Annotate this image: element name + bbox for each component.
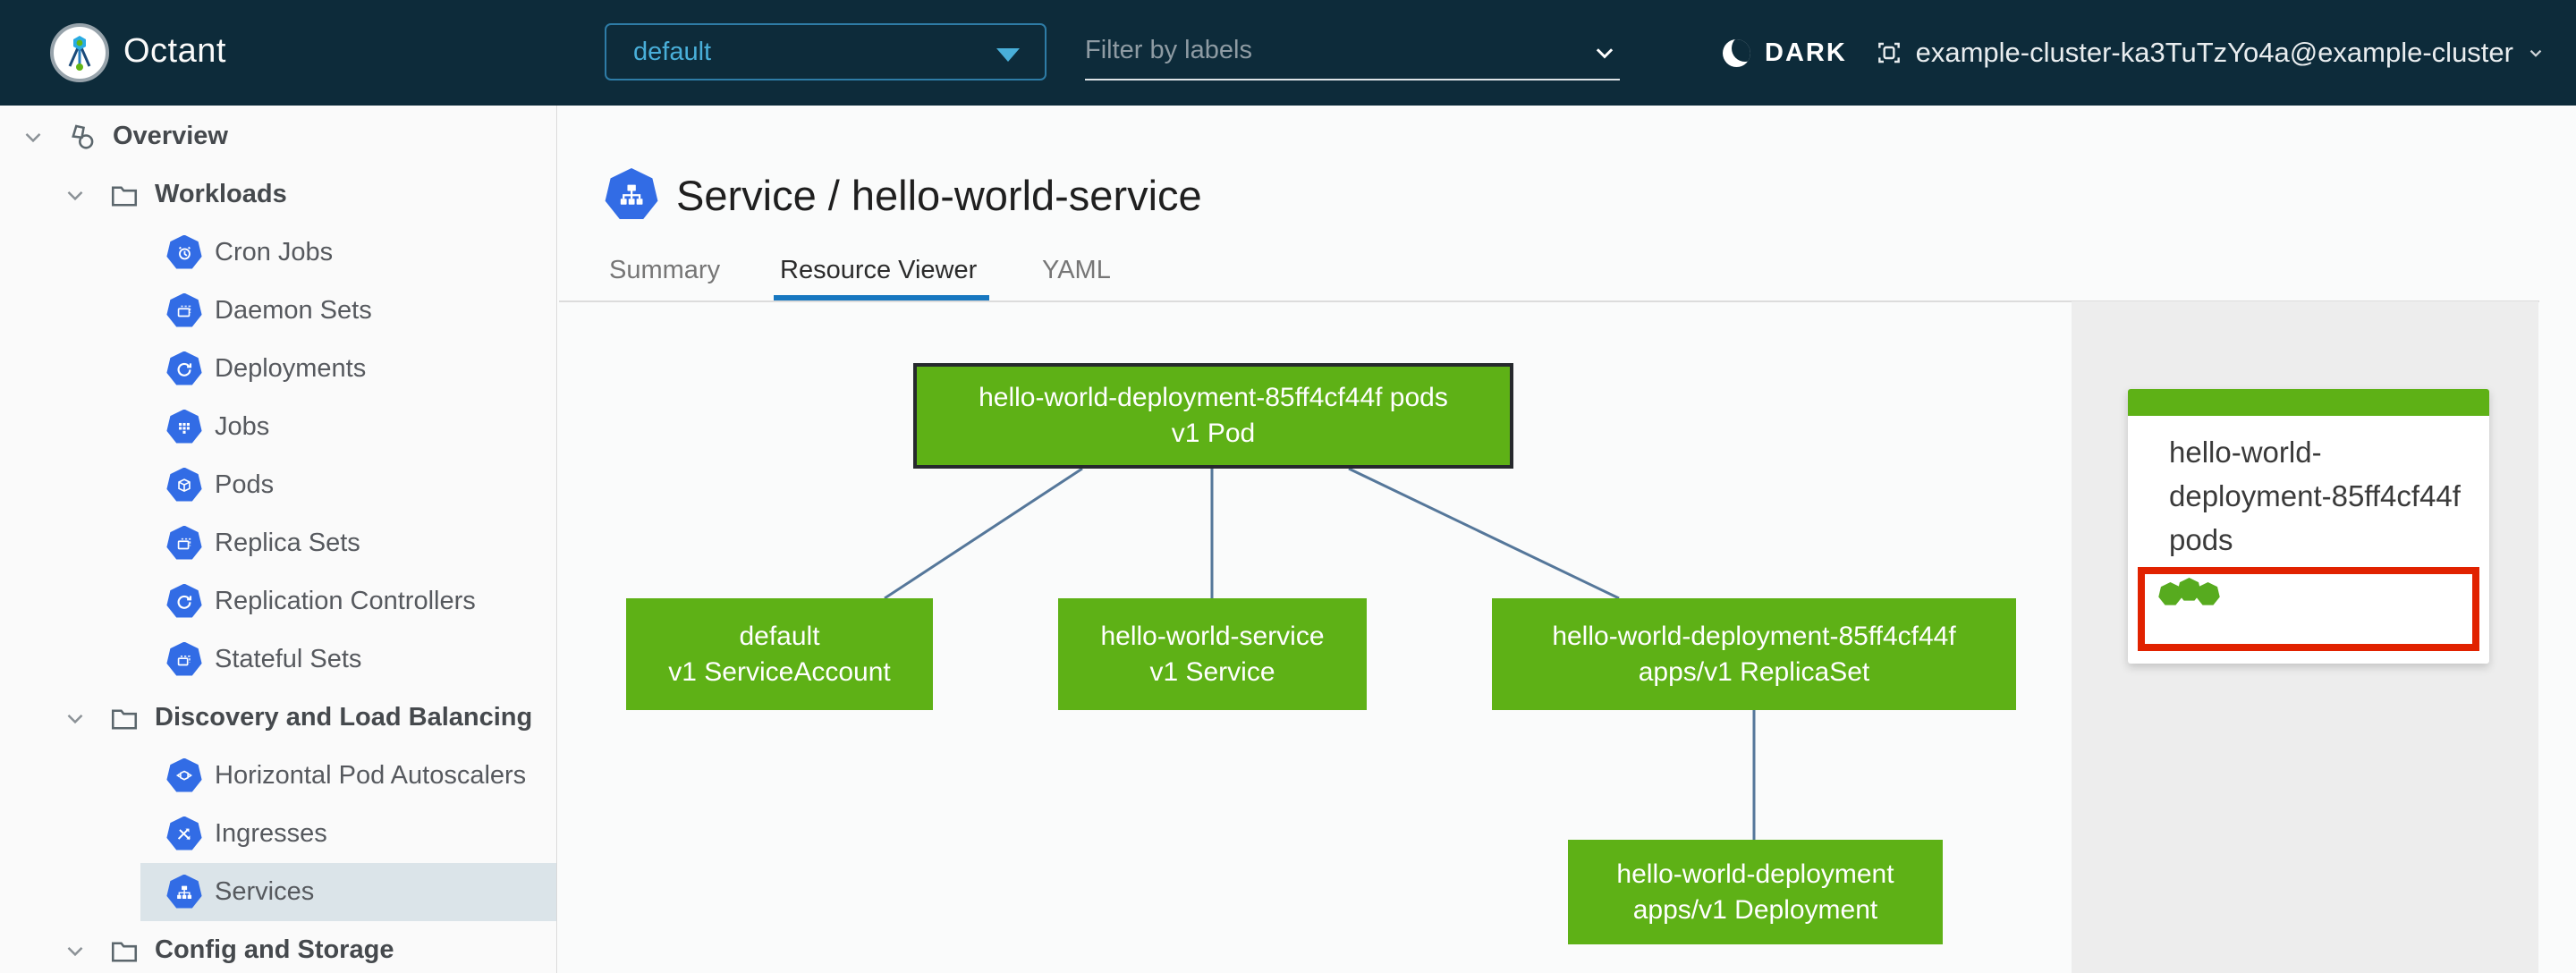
sidebar-item-label: Pods <box>215 470 275 499</box>
sidebar-item-label: Daemon Sets <box>215 296 372 325</box>
graph-edge <box>884 467 1083 600</box>
sidebar: Overview Workloads Cron Jobs Daemon Sets… <box>0 106 557 973</box>
sidebar-item-horizontal-pod-autoscalers[interactable]: Horizontal Pod Autoscalers <box>0 747 556 805</box>
daemonset-icon <box>166 292 202 327</box>
node-kind: v1 Pod <box>1171 419 1256 448</box>
pod-icon <box>166 467 202 502</box>
sidebar-item-replica-sets[interactable]: Replica Sets <box>0 514 556 572</box>
deployment-icon <box>166 351 202 385</box>
tab-yaml[interactable]: YAML <box>1042 256 1111 284</box>
octant-logo-icon <box>50 23 109 82</box>
sidebar-item-config-and-storage[interactable]: Config and Storage <box>0 921 556 973</box>
context-label: example-cluster-ka3TuTzYo4a@example-clus… <box>1915 37 2513 68</box>
node-label: hello-world-deployment <box>1616 859 1894 889</box>
sidebar-item-label: Discovery and Load Balancing <box>155 703 533 732</box>
resource-graph-edges <box>884 467 1756 840</box>
context-switcher[interactable]: example-cluster-ka3TuTzYo4a@example-clus… <box>1875 0 2546 106</box>
namespace-select[interactable]: default <box>605 23 1046 80</box>
main-content: Service / hello-world-service Summary Re… <box>558 106 2576 973</box>
node-label: default <box>739 621 820 651</box>
sidebar-item-deployments[interactable]: Deployments <box>0 340 556 398</box>
dropdown-caret-icon <box>996 48 1020 62</box>
sidebar-item-label: Deployments <box>215 354 367 383</box>
graph-edge <box>1348 467 1620 600</box>
replicationcontroller-icon <box>166 583 202 618</box>
detail-panel: hello-world-deployment-85ff4cf44f pods <box>2072 301 2538 973</box>
pod-status-dots <box>2158 578 2220 606</box>
statefulset-icon <box>166 641 202 676</box>
node-kind: v1 Service <box>1149 656 1275 687</box>
app-header: Octant default DARK example-cluster-ka3T… <box>0 0 2576 106</box>
job-icon <box>166 409 202 444</box>
service-title-icon <box>605 168 658 219</box>
sidebar-item-label: Horizontal Pod Autoscalers <box>215 761 527 790</box>
detail-card-title: hello-world-deployment-85ff4cf44f pods <box>2169 436 2461 556</box>
node-label: hello-world-deployment-85ff4cf44f pods <box>979 383 1448 412</box>
pod-selection-box <box>2138 567 2479 651</box>
card-status-bar <box>2128 389 2489 416</box>
sidebar-item-label: Stateful Sets <box>215 645 362 673</box>
sidebar-item-pods[interactable]: Pods <box>0 456 556 514</box>
node-label: hello-world-deployment-85ff4cf44f <box>1552 621 1956 651</box>
graph-node-service[interactable]: hello-world-service v1 Service <box>1058 598 1367 710</box>
detail-card: hello-world-deployment-85ff4cf44f pods <box>2128 389 2489 664</box>
label-filter <box>1085 25 1620 80</box>
sidebar-item-label: Services <box>215 877 315 906</box>
sidebar-item-ingresses[interactable]: Ingresses <box>0 805 556 863</box>
filter-chevron-icon[interactable] <box>1591 39 1618 71</box>
objects-icon <box>72 124 94 149</box>
graph-node-pod[interactable]: hello-world-deployment-85ff4cf44f pods v… <box>913 363 1513 469</box>
app-title: Octant <box>123 32 226 70</box>
ingress-icon <box>166 816 202 850</box>
chevron-down-icon[interactable] <box>62 182 89 208</box>
page-title: Service / hello-world-service <box>676 172 1202 219</box>
active-tab-underline <box>774 295 989 300</box>
folder-icon <box>111 185 138 207</box>
folder-icon <box>111 941 138 962</box>
theme-toggle-label: DARK <box>1765 38 1847 67</box>
sidebar-item-stateful-sets[interactable]: Stateful Sets <box>0 630 556 689</box>
pod-status-dot[interactable] <box>2196 582 2220 605</box>
graph-node-replicaset[interactable]: hello-world-deployment-85ff4cf44f apps/v… <box>1492 598 2016 710</box>
sidebar-item-overview[interactable]: Overview <box>0 107 556 165</box>
node-kind: apps/v1 ReplicaSet <box>1638 656 1870 687</box>
sidebar-item-discovery-and-load-balancing[interactable]: Discovery and Load Balancing <box>0 689 556 747</box>
graph-node-serviceaccount[interactable]: default v1 ServiceAccount <box>626 598 933 710</box>
context-chevron-icon <box>2529 49 2542 57</box>
sidebar-item-label: Config and Storage <box>155 935 394 964</box>
sidebar-item-jobs[interactable]: Jobs <box>0 398 556 456</box>
node-label: hello-world-service <box>1100 621 1325 651</box>
theme-toggle[interactable]: DARK <box>1723 0 1847 106</box>
sidebar-item-label: Jobs <box>215 412 270 441</box>
cronjob-icon <box>166 234 202 269</box>
sidebar-item-daemon-sets[interactable]: Daemon Sets <box>0 282 556 340</box>
sidebar-item-label: Cron Jobs <box>215 238 334 267</box>
tab-summary[interactable]: Summary <box>609 256 721 284</box>
tab-resource-viewer[interactable]: Resource Viewer <box>780 256 978 284</box>
folder-icon <box>111 708 138 730</box>
sidebar-item-label: Ingresses <box>215 819 327 848</box>
sidebar-item-services[interactable]: Services <box>0 863 556 921</box>
sidebar-item-label: Workloads <box>155 180 287 208</box>
graph-node-deployment[interactable]: hello-world-deployment apps/v1 Deploymen… <box>1568 840 1943 944</box>
cluster-icon <box>1877 42 1900 63</box>
chevron-down-icon[interactable] <box>20 123 47 150</box>
chevron-down-icon[interactable] <box>62 937 89 964</box>
sidebar-item-label: Overview <box>113 122 228 150</box>
sidebar-item-workloads[interactable]: Workloads <box>0 165 556 224</box>
label-filter-input[interactable] <box>1085 25 1568 75</box>
chevron-down-icon[interactable] <box>62 705 89 732</box>
sidebar-item-label: Replica Sets <box>215 529 360 557</box>
moon-icon <box>1723 38 1750 67</box>
sidebar-item-label: Replication Controllers <box>215 587 476 615</box>
service-icon <box>166 874 202 909</box>
namespace-value: default <box>633 37 712 66</box>
hpa-icon <box>166 757 202 792</box>
replicaset-icon <box>166 525 202 560</box>
sidebar-item-replication-controllers[interactable]: Replication Controllers <box>0 572 556 630</box>
node-kind: v1 ServiceAccount <box>668 656 891 687</box>
tabs-divider <box>559 300 2539 302</box>
node-kind: apps/v1 Deployment <box>1632 894 1878 925</box>
sidebar-item-cron-jobs[interactable]: Cron Jobs <box>0 224 556 282</box>
